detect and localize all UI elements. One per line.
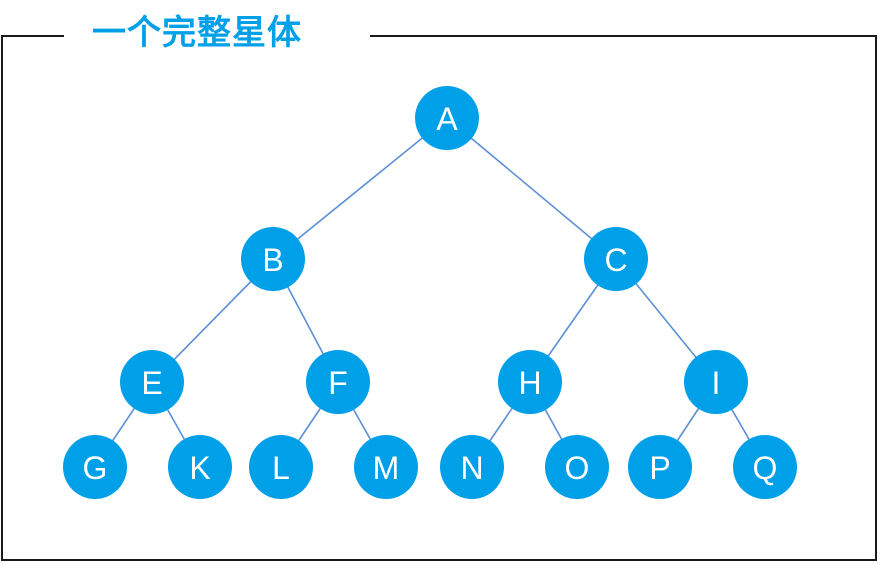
node-e: E [120, 350, 184, 414]
node-circle-n [440, 435, 504, 499]
node-label-f: F [328, 365, 348, 401]
node-circle-h [498, 350, 562, 414]
node-circle-o [545, 435, 609, 499]
node-circle-q [733, 435, 797, 499]
node-label-p: P [649, 450, 670, 486]
node-label-h: H [518, 365, 541, 401]
diagram-frame [1, 35, 877, 561]
node-circle-k [168, 435, 232, 499]
node-label-k: K [189, 450, 210, 486]
edges-layer [94, 117, 766, 468]
node-label-q: Q [753, 450, 778, 486]
node-circle-m [354, 435, 418, 499]
node-label-b: B [262, 242, 283, 278]
node-label-l: L [272, 450, 290, 486]
node-circle-a [415, 86, 479, 150]
node-label-g: G [83, 450, 108, 486]
node-circle-i [684, 350, 748, 414]
node-p: P [628, 435, 692, 499]
node-circle-p [628, 435, 692, 499]
diagram-title: 一个完整星体 [92, 13, 302, 53]
node-b: B [241, 227, 305, 291]
node-g: G [63, 435, 127, 499]
node-m: M [354, 435, 418, 499]
node-label-o: O [565, 450, 590, 486]
node-c: C [584, 227, 648, 291]
node-label-i: I [712, 365, 721, 401]
node-f: F [306, 350, 370, 414]
title-gap [64, 30, 370, 42]
node-circle-f [306, 350, 370, 414]
edge-a-c [446, 117, 617, 260]
edge-a-b [272, 117, 448, 260]
node-label-c: C [604, 242, 627, 278]
node-label-a: A [436, 101, 458, 137]
node-label-n: N [460, 450, 483, 486]
node-o: O [545, 435, 609, 499]
node-k: K [168, 435, 232, 499]
node-q: Q [733, 435, 797, 499]
node-l: L [249, 435, 313, 499]
node-circle-l [249, 435, 313, 499]
node-a: A [415, 86, 479, 150]
node-label-m: M [373, 450, 400, 486]
node-circle-e [120, 350, 184, 414]
node-h: H [498, 350, 562, 414]
node-n: N [440, 435, 504, 499]
node-circle-c [584, 227, 648, 291]
node-label-e: E [141, 365, 162, 401]
node-circle-g [63, 435, 127, 499]
nodes-layer: A B C E F H I G K L M N O P Q [63, 86, 797, 499]
node-i: I [684, 350, 748, 414]
node-circle-b [241, 227, 305, 291]
